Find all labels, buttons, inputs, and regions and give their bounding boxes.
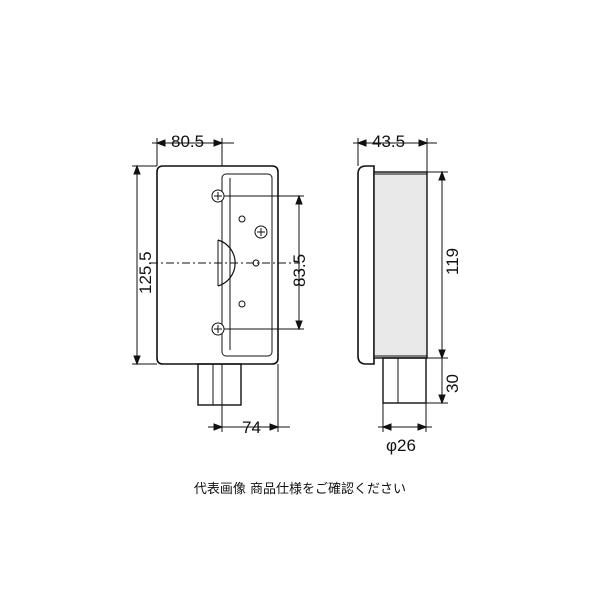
side-height-label: 119 (443, 248, 462, 275)
small-hole (252, 259, 260, 267)
side-view (357, 165, 428, 404)
knockout-half-circle (217, 239, 236, 287)
front-pipe (197, 363, 242, 406)
pipe-diameter-label: φ26 (386, 436, 416, 455)
front-view (150, 165, 300, 406)
pipe-length-label: 30 (443, 374, 462, 393)
front-height-label: 125.5 (136, 251, 155, 294)
ground-screw-icon (254, 225, 268, 239)
side-cover (373, 171, 428, 359)
front-box-outline (156, 165, 279, 365)
hole-pitch-label: 83.5 (290, 254, 309, 287)
footer-note: 代表画像 商品仕様をご確認ください (193, 482, 407, 497)
bottom-offset-label: 74 (242, 418, 261, 437)
top-screw-icon (211, 189, 225, 203)
small-hole (238, 300, 246, 308)
bottom-screw-icon (211, 322, 225, 336)
side-box-outline (357, 165, 375, 365)
side-dimensions (353, 138, 448, 432)
side-depth-label: 43.5 (372, 132, 405, 151)
front-dimensions (132, 138, 304, 432)
front-inner-face (221, 173, 273, 357)
front-width-label: 80.5 (171, 132, 204, 151)
small-hole (238, 215, 246, 223)
side-pipe (382, 357, 427, 404)
